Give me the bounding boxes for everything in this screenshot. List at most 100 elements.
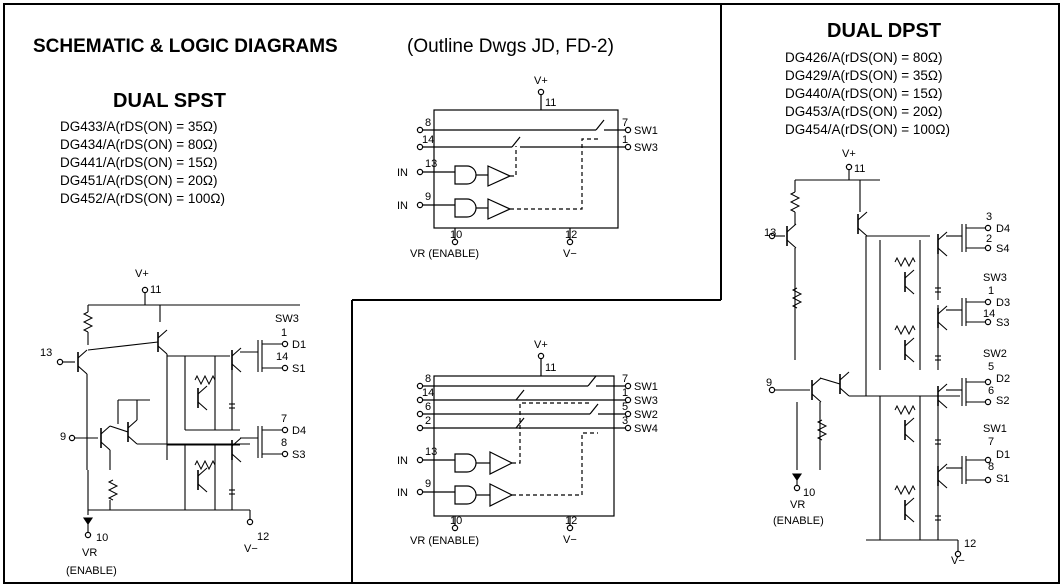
label-s4: S4	[996, 243, 1009, 255]
pin-8: 8	[988, 461, 994, 473]
part-line: DG429/A(rDS(ON) = 35Ω)	[785, 68, 943, 83]
dpst-transistor-labels: V+ 11 13 9 3 D4 2 S4 SW3 1 D3 14 S3 SW2 …	[764, 148, 1010, 567]
pin-14: 14	[422, 134, 434, 146]
label-sw3: SW3	[275, 313, 299, 325]
pin-13: 13	[764, 227, 776, 239]
label-s2: S2	[996, 395, 1009, 407]
label-sw3: SW3	[634, 395, 658, 407]
dpst-switch-block	[879, 378, 992, 470]
dpst-switch-block	[879, 298, 992, 370]
pin-12: 12	[565, 515, 577, 527]
part-line: DG453/A(rDS(ON) = 20Ω)	[785, 104, 943, 119]
pin-10: 10	[450, 515, 462, 527]
pin-8: 8	[425, 373, 431, 385]
pin-14: 14	[276, 351, 288, 363]
pin-9: 9	[425, 191, 431, 203]
pin-12: 12	[565, 229, 577, 241]
pin-7: 7	[988, 436, 994, 448]
dpst-heading: DUAL DPST	[827, 20, 941, 42]
pin-3: 3	[622, 415, 628, 427]
spst-heading: DUAL SPST	[113, 90, 226, 112]
label-sw3: SW3	[634, 142, 658, 154]
part-line: DG441/A(rDS(ON) = 15Ω)	[60, 155, 218, 170]
label-d2: D2	[996, 373, 1010, 385]
label-sw2: SW2	[634, 409, 658, 421]
label-sw1: SW1	[983, 423, 1007, 435]
label-sw1: SW1	[634, 381, 658, 393]
label-vminus: V−	[563, 534, 577, 546]
pin-11: 11	[545, 97, 556, 109]
pin-5: 5	[622, 401, 628, 413]
label-s3: S3	[996, 317, 1009, 329]
label-sw1: SW1	[634, 125, 658, 137]
label-in: IN	[397, 455, 408, 467]
pin-9: 9	[425, 478, 431, 490]
pin-7: 7	[622, 117, 628, 129]
pin-13: 13	[40, 347, 52, 359]
pin-11: 11	[545, 362, 556, 374]
label-vminus: V−	[244, 543, 258, 555]
label-enable: (ENABLE)	[66, 565, 117, 577]
label-vplus: V+	[534, 339, 548, 351]
pin-14: 14	[983, 308, 995, 320]
label-s1: S1	[996, 473, 1009, 485]
dpst-logic-diagram	[416, 352, 632, 532]
label-d1: D1	[996, 449, 1010, 461]
label-vplus: V+	[135, 268, 149, 280]
pin-9: 9	[766, 377, 772, 389]
frame	[3, 3, 1060, 584]
part-line: DG434/A(rDS(ON) = 80Ω)	[60, 137, 218, 152]
part-line: DG440/A(rDS(ON) = 15Ω)	[785, 86, 943, 101]
pin-6: 6	[425, 401, 431, 413]
spst-logic-labels: V+ 11 8 14 13 IN 9 IN 7 SW1 1 SW3 10 VR …	[397, 75, 658, 260]
pin-3: 3	[986, 211, 992, 223]
part-line: DG451/A(rDS(ON) = 20Ω)	[60, 173, 218, 188]
pin-8: 8	[281, 437, 287, 449]
pin-2: 2	[986, 233, 992, 245]
label-vplus: V+	[534, 75, 548, 87]
pin-7: 7	[622, 373, 628, 385]
pin-2: 2	[425, 415, 431, 427]
label-s3: S3	[292, 449, 305, 461]
title-normal: (Outline Dwgs JD, FD-2)	[407, 36, 614, 57]
label-sw3: SW3	[983, 272, 1007, 284]
label-enable: (ENABLE)	[773, 515, 824, 527]
pin-13: 13	[425, 158, 437, 170]
pin-10: 10	[803, 487, 815, 499]
pin-11: 11	[150, 284, 161, 296]
label-sw2: SW2	[983, 348, 1007, 360]
part-line: DG454/A(rDS(ON) = 100Ω)	[785, 122, 950, 137]
label-d4: D4	[996, 223, 1010, 235]
label-vr: VR	[790, 499, 805, 511]
part-line: DG426/A(rDS(ON) = 80Ω)	[785, 50, 943, 65]
label-in: IN	[397, 200, 408, 212]
label-s1: S1	[292, 363, 305, 375]
dpst-switch-block	[879, 224, 992, 300]
pin-1: 1	[281, 327, 287, 339]
pin-6: 6	[988, 385, 994, 397]
part-line: DG452/A(rDS(ON) = 100Ω)	[60, 191, 225, 206]
title-bold: SCHEMATIC & LOGIC DIAGRAMS	[33, 36, 338, 57]
pin-1: 1	[622, 387, 628, 399]
pin-12: 12	[964, 538, 976, 550]
pin-1: 1	[988, 285, 994, 297]
dpst-part-list: DG426/A(rDS(ON) = 80Ω) DG429/A(rDS(ON) =…	[785, 50, 950, 137]
pin-13: 13	[425, 446, 437, 458]
spst-part-list: DG433/A(rDS(ON) = 35Ω) DG434/A(rDS(ON) =…	[60, 119, 225, 206]
pin-11: 11	[854, 163, 865, 175]
pin-12: 12	[257, 531, 269, 543]
pin-8: 8	[425, 117, 431, 129]
label-vminus: V−	[563, 248, 577, 260]
spst-logic-diagram	[416, 88, 632, 246]
pin-7: 7	[281, 413, 287, 425]
label-in: IN	[397, 487, 408, 499]
label-sw4: SW4	[634, 423, 658, 435]
label-vminus: V−	[951, 555, 965, 567]
spst-transistor-labels: V+ 11 13 9 SW3 1 D1 14 S1 7 D4 8 S3 10 V…	[40, 268, 306, 577]
pin-9: 9	[60, 431, 66, 443]
label-vplus: V+	[842, 148, 856, 160]
label-d1: D1	[292, 339, 306, 351]
label-vr-enable: VR (ENABLE)	[410, 248, 479, 260]
pin-1: 1	[622, 134, 628, 146]
